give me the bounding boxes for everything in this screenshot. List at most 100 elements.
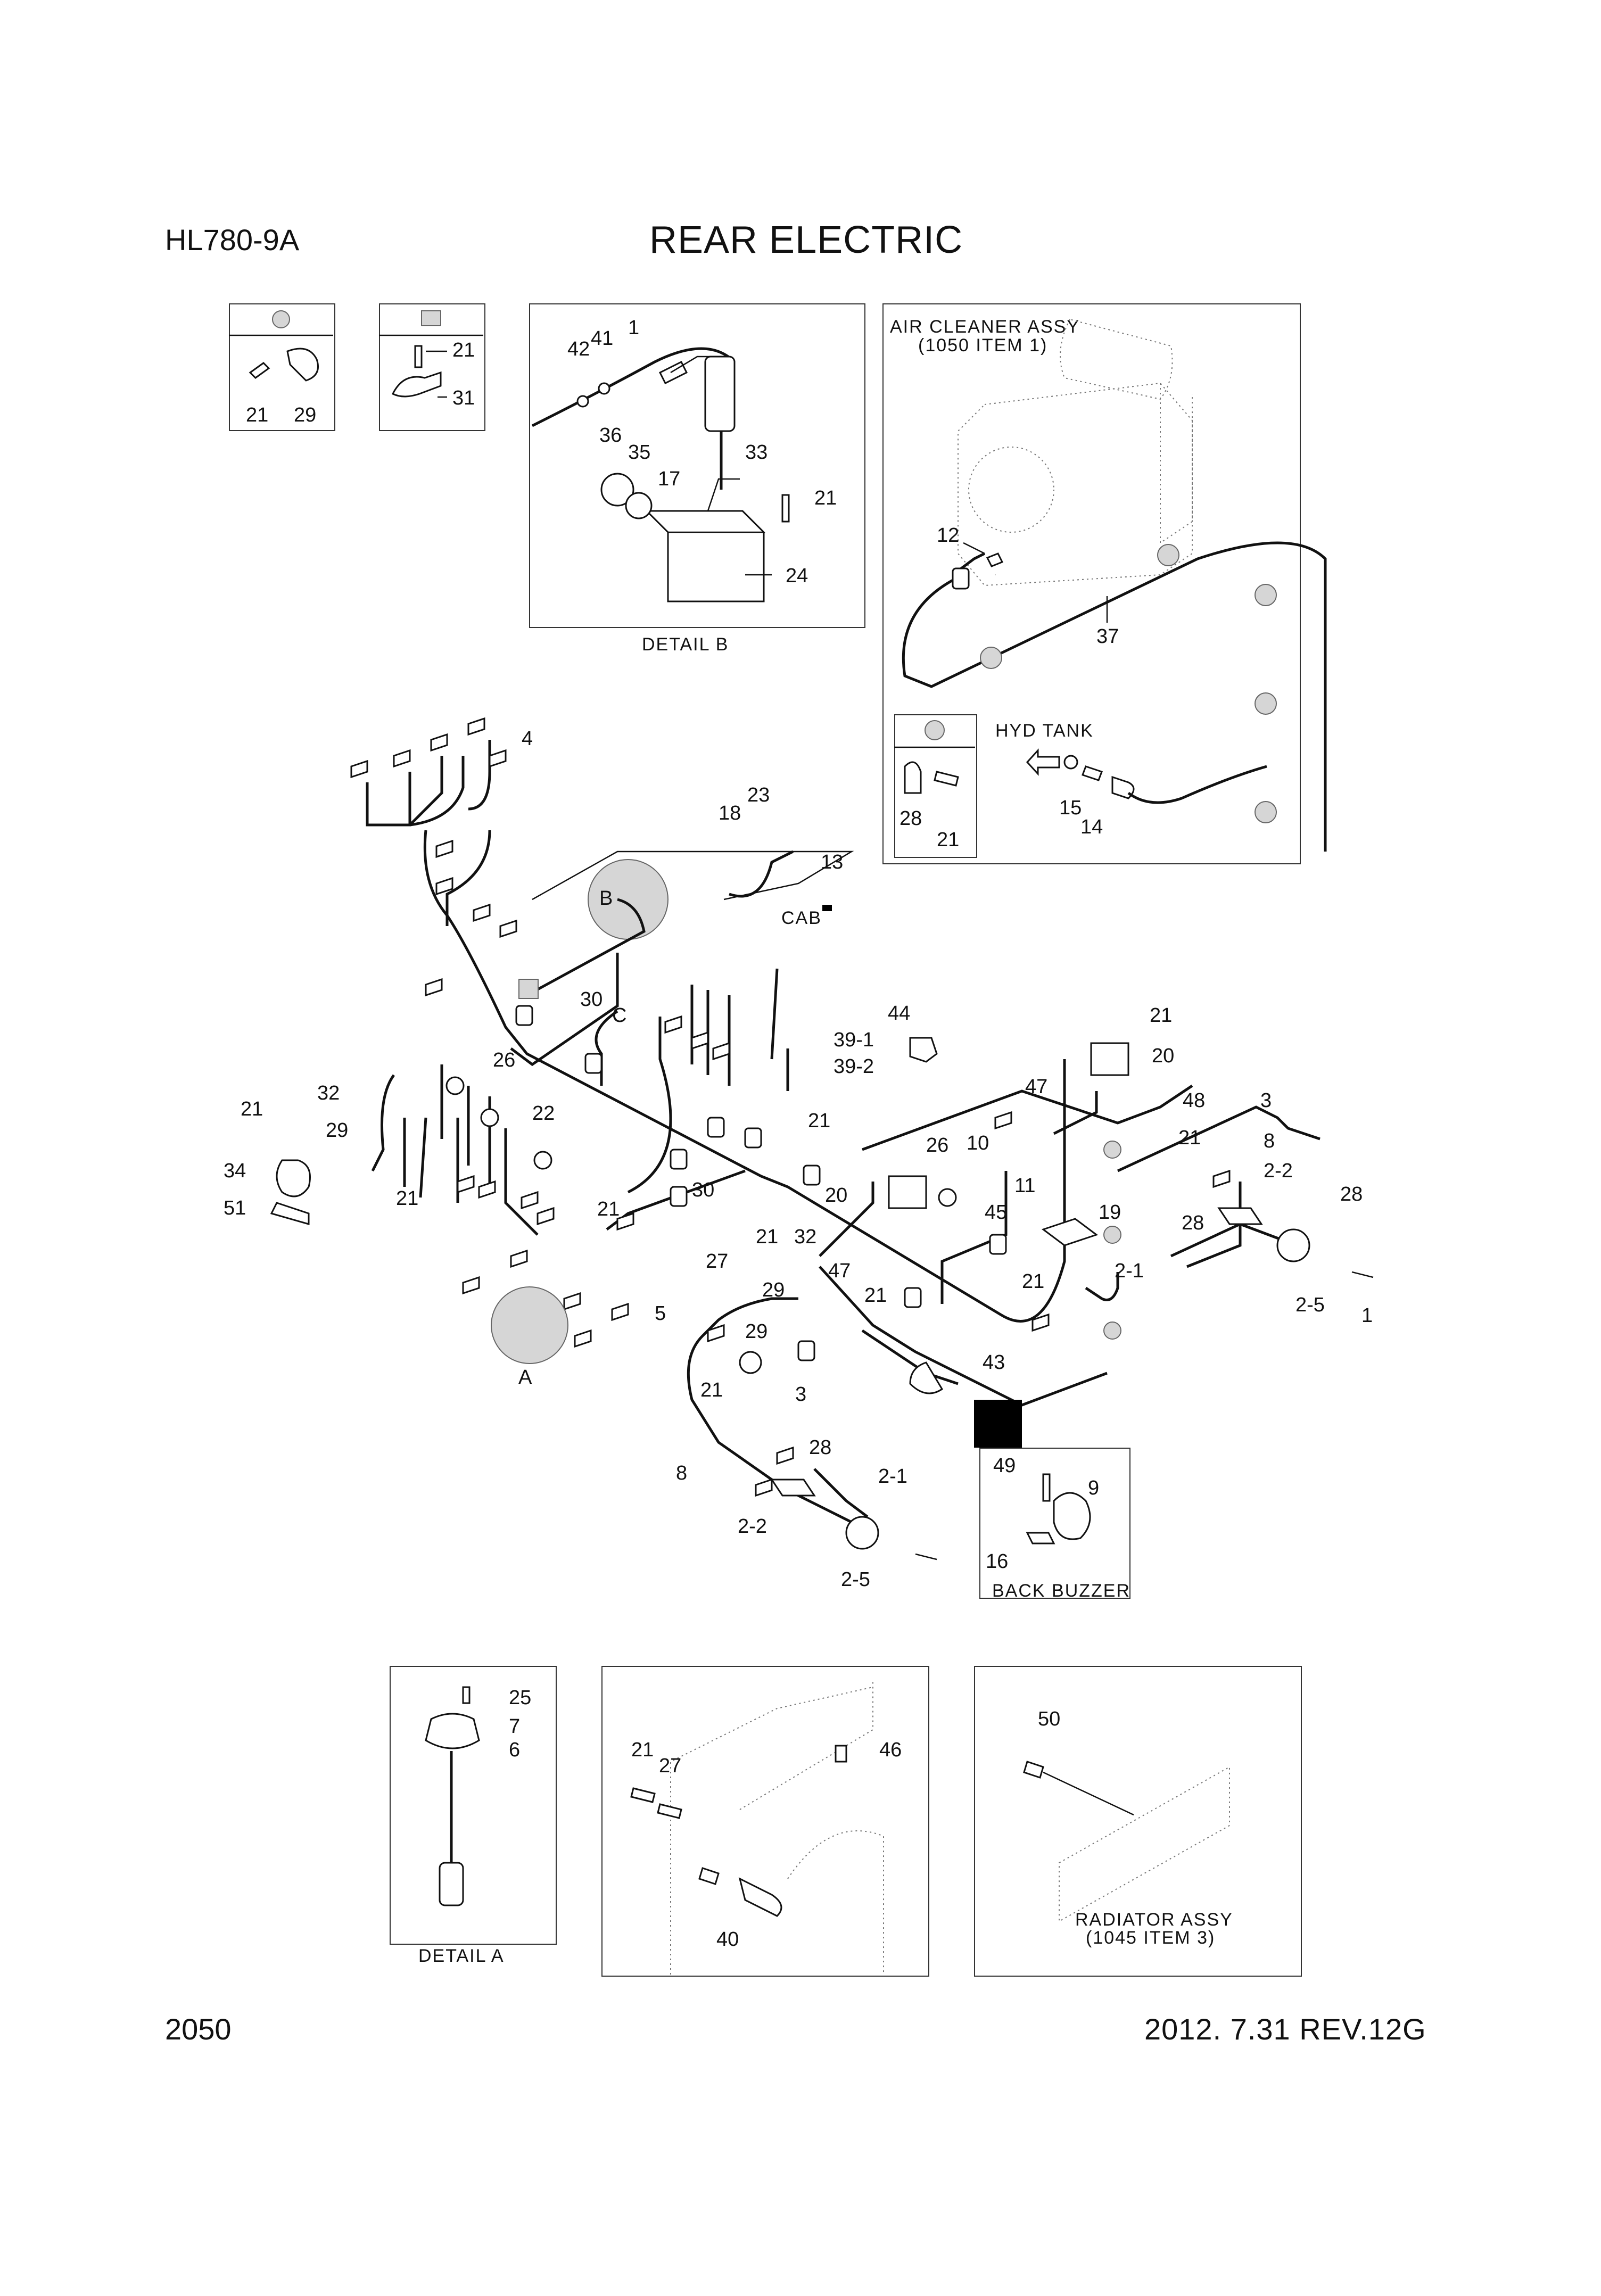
callout-21g: 48	[1183, 1089, 1205, 1112]
callout-39-2: 39-2	[833, 1055, 874, 1078]
callout-34: 34	[224, 1160, 246, 1182]
hyd-tank-label: HYD TANK	[995, 721, 1094, 741]
detail-b-caption: DETAIL B	[642, 634, 729, 655]
connector-flags	[350, 717, 1231, 1497]
legend-circle-label-2: 29	[294, 404, 316, 426]
callout-21a: 21	[241, 1098, 263, 1120]
callout-a: A	[518, 1366, 532, 1389]
callout-2-1a: 2-5	[1295, 1294, 1325, 1316]
back-buzzer-label-16: 16	[986, 1550, 1008, 1573]
radiator-title: RADIATOR ASSY	[1075, 1910, 1233, 1930]
detail-b-box	[529, 303, 865, 628]
model-number: HL780-9A	[165, 223, 300, 257]
callout-21d: 21	[756, 1226, 778, 1248]
callout-2-2a: 28	[1340, 1183, 1363, 1205]
legend-circle-label-1: 21	[246, 404, 268, 426]
relay-box-icon	[645, 510, 765, 602]
detail-b-label-35: 35	[628, 441, 650, 464]
callout-29: 29	[326, 1119, 348, 1142]
callout-a-circle	[491, 1286, 568, 1364]
fuel-sender-icon	[425, 1713, 480, 1749]
radiator-label-50: 50	[1038, 1708, 1060, 1730]
page-title: REAR ELECTRIC	[649, 219, 963, 261]
legend-square-label-1: 21	[452, 339, 475, 361]
callout-3b: 28	[809, 1436, 831, 1459]
callout-20b: 20	[1152, 1045, 1174, 1067]
panel-46-label-21: 21	[631, 1739, 654, 1761]
inset-label-28: 28	[899, 807, 922, 830]
main-callouts: 4 18 23 13 CAB B 30 C 26 22 32 21 29 34 …	[224, 728, 1373, 1591]
detail-b-label-41: 41	[591, 327, 613, 350]
radiator-box	[974, 1666, 1302, 1977]
detail-b-label-24: 24	[786, 565, 808, 587]
detail-a-box	[390, 1666, 557, 1945]
callout-8a: 2-2	[1264, 1160, 1293, 1182]
hyd-tank-label-14: 14	[1080, 816, 1103, 838]
callout-21i: 2-1	[1115, 1260, 1144, 1282]
detail-b-label-1: 1	[628, 317, 639, 339]
callout-21e: 21	[1150, 1004, 1172, 1027]
legend-circle-box	[229, 303, 335, 431]
callout-10: 10	[967, 1132, 989, 1154]
callout-11: 45	[985, 1201, 1007, 1224]
callout-2-2b: 2-1	[878, 1465, 907, 1488]
bolt-icon	[249, 362, 270, 379]
callout-21f: 21	[808, 1110, 830, 1132]
callout-45: 19	[1099, 1201, 1121, 1224]
callout-2-1b: 2-5	[841, 1568, 870, 1591]
fuse-cover-icon	[704, 356, 736, 432]
back-buzzer-label-9: 9	[1088, 1477, 1099, 1499]
callout-29c: 43	[983, 1351, 1005, 1374]
callout-28c: 8	[676, 1462, 687, 1484]
legend-square-icon	[421, 310, 441, 326]
callout-28a: 28	[1182, 1212, 1204, 1234]
main-harness	[366, 740, 1321, 1529]
inset-circle-icon	[925, 720, 945, 740]
callout-4: 4	[522, 728, 533, 750]
callout-47a: 47	[828, 1260, 851, 1282]
cab-label: CAB	[781, 908, 822, 928]
hyd-tank-inset-box	[894, 714, 977, 858]
hyd-tank-label-15: 15	[1059, 797, 1082, 819]
air-cleaner-box	[882, 303, 1301, 864]
callout-5: 5	[655, 1302, 666, 1325]
callout-21c: 21	[597, 1198, 620, 1220]
clip-icon	[391, 371, 442, 398]
inset-label-21: 21	[937, 829, 959, 851]
bolt-icon	[414, 345, 423, 368]
callout-18: 18	[719, 802, 741, 824]
back-buzzer-box	[979, 1448, 1130, 1599]
horn-icon	[1090, 1042, 1129, 1076]
panel-46-label-40: 40	[716, 1928, 739, 1951]
callout-32b: 32	[794, 1226, 816, 1248]
detail-b-label-17: 17	[658, 468, 680, 490]
callout-51: 51	[224, 1197, 246, 1219]
callout-13: 13	[821, 851, 843, 873]
callout-39-1: 39-1	[833, 1029, 874, 1051]
clamps	[270, 1005, 1374, 1560]
air-cleaner-subtitle: (1050 ITEM 1)	[918, 335, 1047, 356]
callout-b: B	[599, 887, 613, 910]
panel-46-label-27: 27	[659, 1755, 681, 1777]
legend-square-label-2: 31	[452, 387, 475, 409]
detail-a-label-25: 25	[509, 1687, 531, 1709]
callout-26: 26	[493, 1049, 515, 1071]
socket-icon	[600, 473, 634, 507]
callout-30b: 30	[692, 1179, 714, 1201]
air-cleaner-label-12: 12	[937, 524, 959, 547]
callout-3a: 8	[1264, 1130, 1275, 1152]
temp-sensor-icon	[1023, 1761, 1044, 1779]
callout-44: 44	[888, 1002, 910, 1025]
callout-47b: 47	[1025, 1076, 1047, 1098]
air-cleaner-label-37: 37	[1096, 625, 1119, 648]
detail-b-label-21: 21	[814, 487, 837, 509]
callout-8b: 2-2	[738, 1515, 767, 1538]
detail-b-label-42: 42	[567, 338, 590, 360]
callout-2-5a: 1	[1361, 1304, 1373, 1327]
callout-21k: 3	[795, 1383, 806, 1406]
callout-20a: 20	[825, 1184, 847, 1207]
detail-a-caption: DETAIL A	[418, 1946, 505, 1966]
sensor-icon	[738, 1877, 782, 1917]
callout-26b: 26	[926, 1134, 948, 1157]
